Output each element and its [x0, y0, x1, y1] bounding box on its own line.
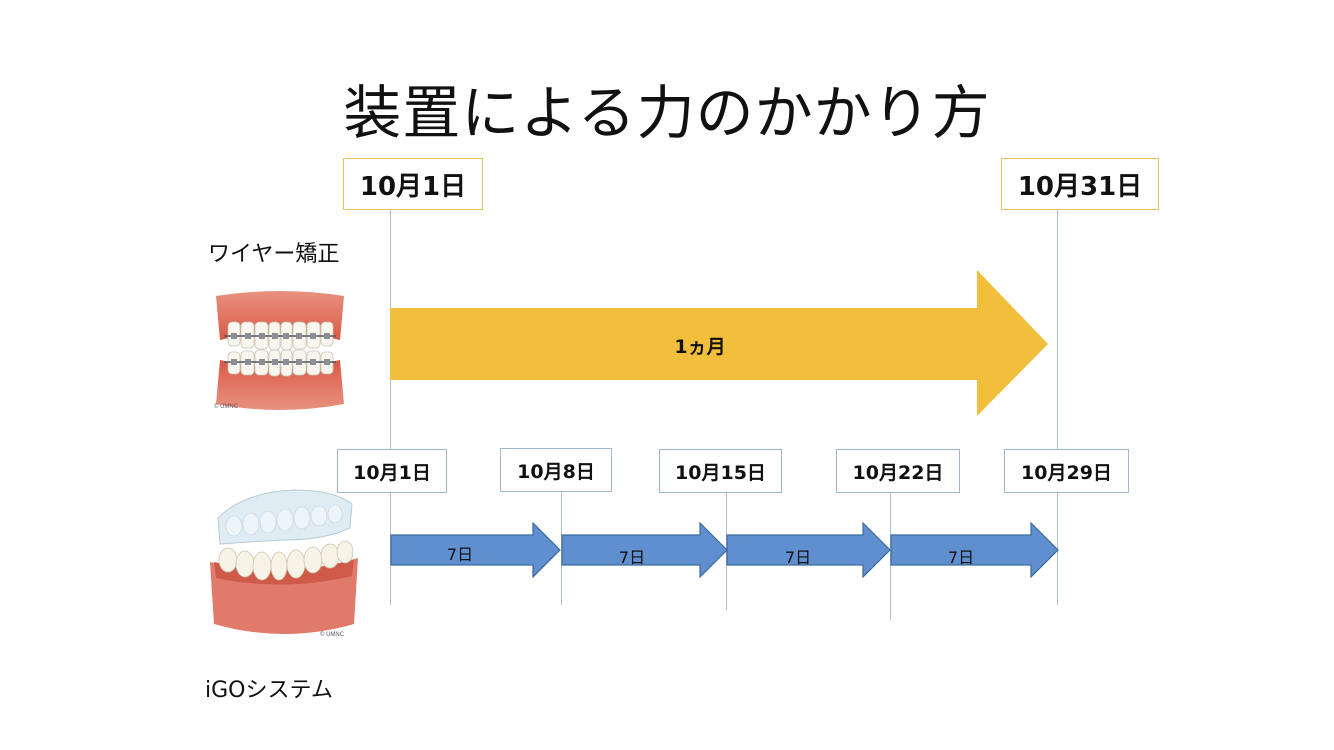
svg-text:© UMNC: © UMNC — [214, 403, 239, 410]
wire-braces-teeth-image: © UMNC — [214, 291, 344, 410]
wire-end-date: 10月31日 — [1001, 158, 1159, 210]
igo-segment-label: 7日 — [618, 548, 646, 567]
igo-segment-arrow — [390, 522, 561, 578]
igo-segment-label: 7日 — [446, 545, 474, 564]
igo-label: iGOシステム — [205, 678, 333, 703]
igo-segment-arrow — [561, 522, 728, 578]
igo-date-box: 10月22日 — [836, 449, 960, 493]
igo-date-box: 10月1日 — [337, 449, 447, 493]
igo-date-box: 10月15日 — [659, 449, 782, 493]
guide-line-wire-end — [1057, 210, 1058, 605]
igo-segment-arrow — [726, 522, 891, 578]
igo-segment-label: 7日 — [784, 548, 812, 567]
svg-text:© UMNC: © UMNC — [320, 631, 345, 638]
wire-start-date: 10月1日 — [343, 158, 483, 210]
igo-date-box: 10月8日 — [500, 448, 612, 492]
igo-aligner-teeth-image: © UMNC — [210, 489, 358, 638]
igo-segment-arrow — [890, 522, 1059, 578]
guide-line-wire-start — [390, 210, 391, 605]
wire-label: ワイヤー矯正 — [208, 242, 340, 267]
wire-duration-label: 1ヵ月 — [674, 336, 726, 358]
wire-duration-arrow — [390, 270, 1048, 416]
igo-segment-label: 7日 — [947, 548, 975, 567]
igo-date-box: 10月29日 — [1004, 449, 1129, 493]
page-title: 装置による力のかかり方 — [343, 79, 991, 147]
